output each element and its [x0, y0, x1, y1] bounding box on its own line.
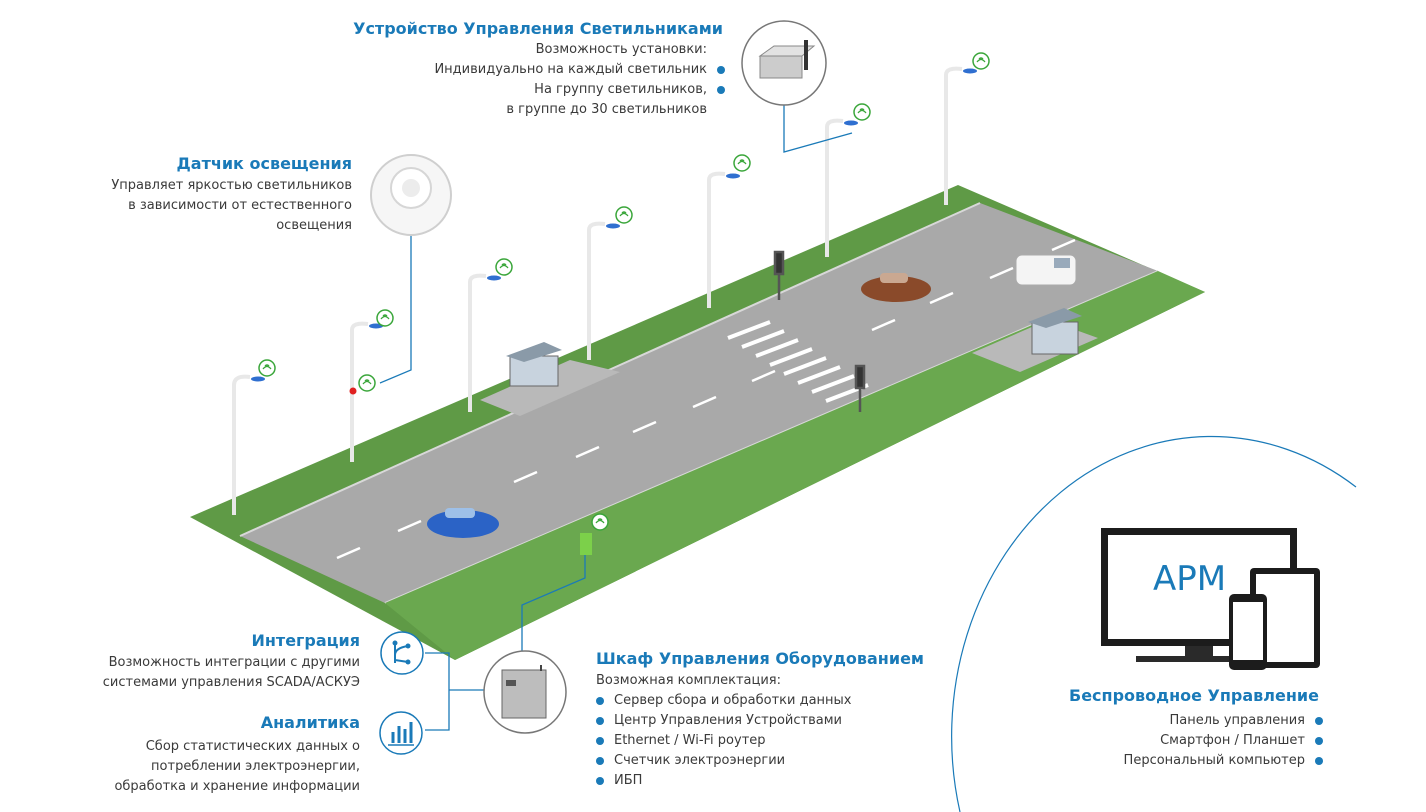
- roadside-node: [580, 533, 592, 555]
- lamp-controller-line-3: в группе до 30 светильников: [506, 102, 707, 117]
- bus-stop-right: [1028, 308, 1082, 355]
- analytics-line-0: Сбор статистических данных о: [145, 739, 360, 754]
- lamp-controller-line-1: Индивидуально на каждый светильник: [434, 60, 725, 80]
- wireless-title: Беспроводное Управление: [1069, 686, 1319, 705]
- bus-stop-pad-left: [480, 360, 620, 416]
- cabinet-item-0: Сервер сбора и обработки данных: [596, 691, 852, 711]
- wifi-arcs: [262, 57, 986, 524]
- wireless-zone-arc: [951, 435, 1357, 812]
- integration-line-0: Возможность интеграции с другими: [108, 655, 360, 670]
- lamp-controller-line-0: Возможность установки:: [535, 42, 707, 57]
- cabinet-item-4: ИБП: [596, 771, 852, 791]
- lamp-controller-device: [741, 20, 827, 106]
- cabinet-text: Возможная комплектация: Сервер сбора и о…: [596, 671, 852, 791]
- lane-markings: [336, 238, 1076, 560]
- integration-line-1: системами управления SCADA/АСКУЭ: [102, 675, 360, 690]
- light-sensor-line-2: освещения: [276, 218, 352, 233]
- car-brown: [861, 273, 931, 302]
- lamp-controller-line-2: На группу светильников,: [434, 80, 725, 100]
- analytics-icon: [379, 711, 423, 755]
- light-sensor-text: Управляет яркостью светильников в зависи…: [111, 176, 352, 236]
- light-sensor-line-1: в зависимости от естественного: [128, 198, 352, 213]
- cabinet-item-3: Счетчик электроэнергии: [596, 751, 852, 771]
- van-white: [1015, 254, 1077, 286]
- cabinet-intro: Возможная комплектация:: [596, 673, 781, 688]
- integration-title: Интеграция: [251, 631, 360, 650]
- grass-near: [385, 271, 1205, 660]
- smartphone-device: [1229, 594, 1267, 670]
- car-blue: [427, 508, 499, 538]
- street-lamps: [232, 66, 963, 515]
- arm-label: АРМ: [1153, 559, 1226, 599]
- traffic-lights: [773, 250, 866, 412]
- integration-text: Возможность интеграции с другими система…: [103, 653, 360, 693]
- integration-icon: [380, 631, 424, 675]
- control-cabinet-device: [483, 650, 567, 734]
- bus-stop-left: [506, 342, 562, 387]
- road: [240, 203, 1158, 603]
- connector-lines: [379, 105, 853, 731]
- cabinet-item-2: Ethernet / Wi-Fi роутер: [596, 731, 852, 751]
- sensor-mount-dot: [349, 387, 357, 395]
- wifi-badges: [258, 52, 990, 531]
- wireless-item-1: Смартфон / Планшет: [1124, 731, 1323, 751]
- analytics-line-1: потреблении электроэнергии,: [151, 759, 360, 774]
- lamp-controller-title: Устройство Управления Светильниками: [353, 19, 723, 38]
- analytics-title: Аналитика: [260, 713, 360, 732]
- light-sensor-title: Датчик освещения: [176, 154, 352, 173]
- crosswalk: [727, 320, 869, 403]
- analytics-line-2: обработка и хранение информации: [114, 779, 360, 794]
- wireless-item-0: Панель управления: [1124, 711, 1323, 731]
- cabinet-item-1: Центр Управления Устройствами: [596, 711, 852, 731]
- light-sensor-line-0: Управляет яркостью светильников: [111, 178, 352, 193]
- wireless-text: Панель управления Смартфон / Планшет Пер…: [1124, 711, 1323, 771]
- analytics-text: Сбор статистических данных о потреблении…: [114, 737, 360, 797]
- lamp-controller-text: Возможность установки: Индивидуально на …: [434, 40, 725, 120]
- cabinet-title: Шкаф Управления Оборудованием: [596, 649, 924, 668]
- light-sensor-device: [370, 154, 452, 236]
- wireless-item-2: Персональный компьютер: [1124, 751, 1323, 771]
